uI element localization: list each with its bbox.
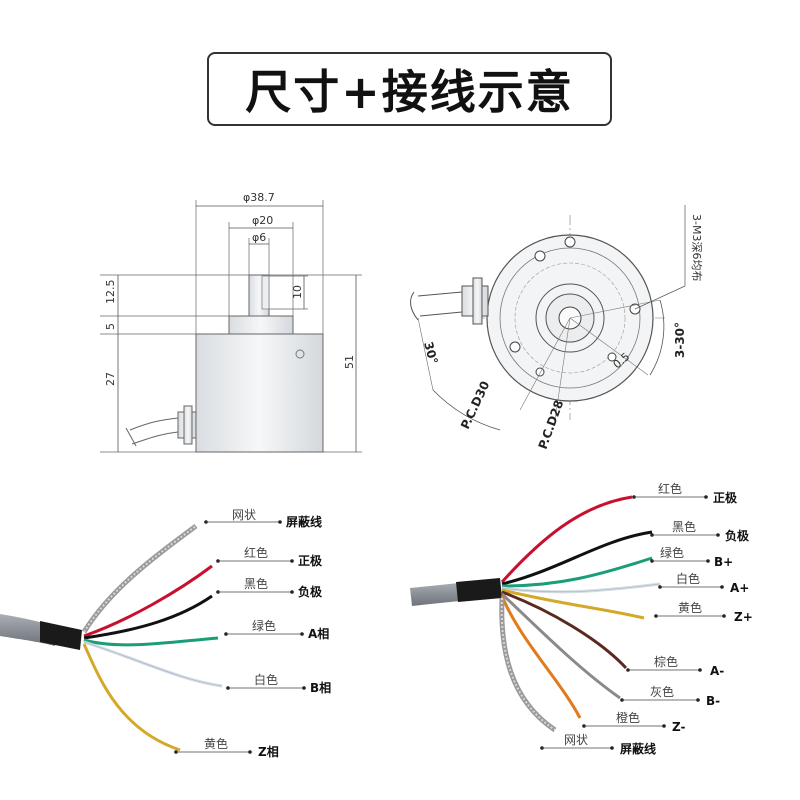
title-box: 尺寸+接线示意: [207, 52, 612, 126]
mount-hole: [535, 367, 545, 377]
dim-boss-diameter: φ20: [252, 214, 273, 227]
left-label-0: 网状 屏蔽线: [204, 508, 322, 529]
dim-flat-height: 10: [291, 285, 304, 299]
wire-black-right: [501, 530, 653, 586]
svg-text:Z相: Z相: [258, 744, 279, 759]
wire-green-left: [83, 636, 219, 647]
svg-text:Z-: Z-: [672, 720, 685, 734]
wire-orange-right: [500, 595, 582, 719]
svg-text:屏蔽线: 屏蔽线: [619, 741, 656, 756]
mount-hole: [534, 250, 546, 262]
mount-hole: [564, 236, 576, 248]
dim-total-height: 51: [343, 355, 356, 369]
mount-hole: [607, 352, 617, 362]
wire-yellow-right: [501, 588, 645, 620]
dim-body-diameter: φ38.7: [243, 191, 275, 204]
left-label-1: 红色 正极: [216, 545, 323, 568]
dim-body-height: 27: [104, 372, 117, 386]
wire-green-right: [501, 556, 653, 588]
svg-text:B相: B相: [310, 680, 331, 695]
pcd30-label: P.C.D30: [458, 379, 492, 431]
wire-shield-left: [81, 523, 198, 634]
angle-3-30-label: 3-30°: [673, 322, 687, 358]
holes-note: 3-M3深6均布: [690, 214, 703, 281]
svg-text:屏蔽线: 屏蔽线: [285, 514, 322, 529]
wire-yellow-left: [82, 643, 181, 752]
svg-text:绿色: 绿色: [252, 618, 276, 633]
right-label-1: 黑色 负极: [650, 520, 750, 543]
svg-text:红色: 红色: [658, 481, 682, 496]
right-label-3: 白色 A+: [658, 571, 749, 595]
svg-text:灰色: 灰色: [650, 685, 674, 699]
svg-text:网状: 网状: [232, 508, 256, 522]
svg-text:A+: A+: [730, 581, 749, 595]
dim-shaft-height: 12.5: [104, 280, 117, 305]
wire-brown-right: [501, 590, 628, 670]
svg-text:绿色: 绿色: [660, 545, 684, 560]
side-view: φ38.7 φ20 φ6 12.5 5 27 10 51: [100, 191, 362, 453]
svg-text:橙色: 橙色: [616, 710, 640, 725]
right-label-6: 灰色 B-: [620, 685, 720, 708]
wire-white-left: [83, 640, 223, 688]
logo-mark-icon: [295, 349, 305, 359]
mount-hole: [509, 341, 521, 353]
svg-text:黄色: 黄色: [678, 601, 702, 615]
svg-text:B+: B+: [714, 555, 733, 569]
svg-text:棕色: 棕色: [654, 654, 678, 669]
wire-black-left: [83, 594, 213, 640]
svg-text:网状: 网状: [564, 733, 588, 747]
svg-text:黄色: 黄色: [204, 737, 228, 751]
front-view: 30° P.C.D30 P.C.D28 3-30° 0.5 3-M3深6均布: [410, 205, 703, 451]
wire-gray-right: [500, 592, 621, 700]
page-title: 尺寸+接线示意: [245, 65, 574, 119]
svg-text:黑色: 黑色: [244, 577, 268, 591]
svg-text:白色: 白色: [254, 672, 278, 687]
cable-sleeve-right: [456, 578, 502, 602]
right-label-8: 网状 屏蔽线: [540, 733, 656, 756]
right-label-0: 红色 正极: [632, 481, 738, 505]
angle-30-label: 30°: [421, 340, 440, 366]
svg-text:红色: 红色: [244, 545, 268, 560]
right-label-2: 绿色 B+: [650, 545, 733, 569]
left-label-2: 黑色 负极: [216, 577, 323, 599]
svg-text:正极: 正极: [713, 490, 738, 505]
wire-red-left: [83, 564, 213, 638]
svg-text:B-: B-: [706, 694, 720, 708]
wiring-left: 网状 屏蔽线 红色 正极 黑色 负极 绿色 A相 白色: [0, 508, 331, 759]
svg-text:正极: 正极: [298, 553, 323, 568]
shaft-flat: [261, 275, 270, 310]
encoder-body: [195, 333, 324, 453]
dim-boss-height: 5: [104, 323, 117, 330]
left-label-5: 黄色 Z相: [174, 737, 279, 759]
svg-text:A相: A相: [308, 626, 329, 641]
cable-right: [410, 582, 470, 606]
svg-text:黑色: 黑色: [672, 520, 696, 534]
svg-text:负极: 负极: [298, 584, 323, 599]
left-label-4: 白色 B相: [226, 672, 331, 695]
right-label-4: 黄色 Z+: [654, 601, 753, 624]
cable-gland-nut: [183, 405, 193, 445]
left-label-3: 绿色 A相: [224, 618, 329, 641]
dim-shaft-diameter: φ6: [252, 231, 266, 244]
right-label-5: 棕色 A-: [626, 654, 724, 678]
wire-red-right: [500, 495, 633, 584]
cable-sleeve-left: [40, 621, 82, 650]
right-label-7: 橙色 Z-: [582, 710, 685, 734]
svg-text:Z+: Z+: [734, 610, 753, 624]
svg-text:负极: 负极: [725, 528, 750, 543]
encoder-boss: [228, 315, 294, 335]
cable-stub: [129, 417, 179, 445]
wiring-right: 红色 正极 黑色 负极 绿色 B+ 白色 A+ 黄色: [410, 481, 753, 756]
pcd28-label: P.C.D28: [536, 398, 567, 451]
svg-text:A-: A-: [710, 664, 724, 678]
svg-text:白色: 白色: [676, 571, 700, 586]
